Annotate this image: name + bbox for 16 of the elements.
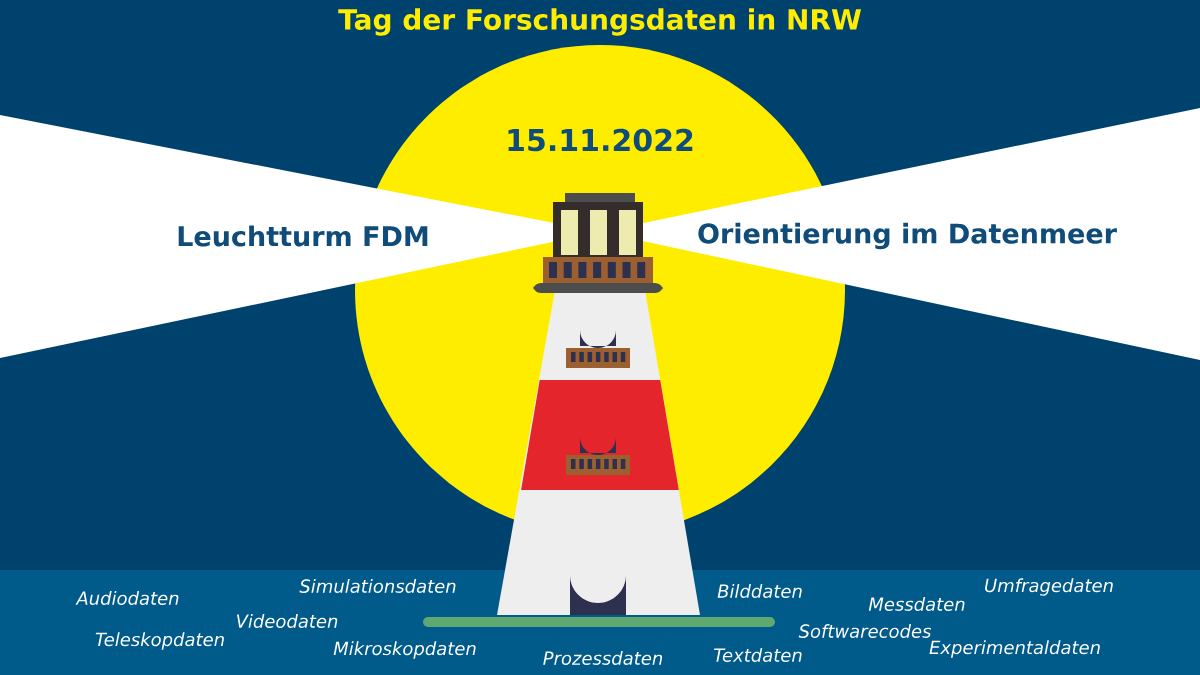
title: Tag der Forschungsdaten in NRW	[338, 8, 861, 36]
data-type-word: Teleskopdaten	[95, 632, 224, 650]
data-type-word: Simulationsdaten	[299, 579, 456, 593]
data-type-word: Messdaten	[868, 597, 965, 611]
beam-text: Orientierung im Datenmeer	[698, 222, 1117, 250]
data-type-word: Bilddaten	[717, 584, 802, 598]
beam-text: Leuchtturm FDM	[178, 225, 428, 247]
data-type-word: Prozessdaten	[543, 651, 663, 665]
data-type-word: Textdaten	[714, 648, 802, 662]
data-type-word: Audiodaten	[75, 591, 179, 605]
data-type-word: Mikroskopdaten	[333, 641, 476, 659]
date-text: 15.11.2022	[508, 128, 693, 152]
data-type-word: Umfragedaten	[985, 578, 1113, 596]
data-type-word: Softwarecodes	[798, 624, 932, 638]
data-type-word: Videodaten	[237, 614, 338, 628]
data-type-word: Experimentaldaten	[929, 640, 1100, 658]
